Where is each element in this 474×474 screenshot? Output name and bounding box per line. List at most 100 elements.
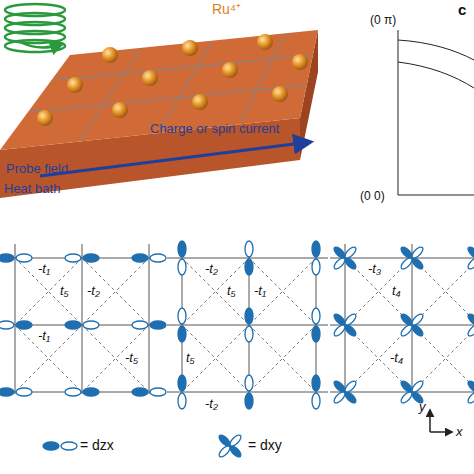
orbital-lobe [245,241,253,257]
ru-atom [192,94,208,110]
diagonal-bond [15,325,82,392]
orbital-lobe [332,379,346,393]
orbital-lobe [312,326,320,342]
diagonal-bond [15,258,82,325]
coil-arrow [20,42,62,48]
hopping-label: -t₂ [205,262,218,276]
ru-atoms [37,34,308,126]
ru-atom [112,102,128,118]
orbital-lobe [150,321,166,329]
hopping-lattices [0,244,474,394]
diagonal-bond [82,325,149,392]
orbital-lobe [332,390,346,404]
diagonal-bond [82,258,149,325]
orbitals [0,241,474,409]
orbital-lobe [83,388,99,396]
orbital-lobe [83,254,99,262]
axis-label: x [456,425,463,439]
bond [167,325,328,326]
orbital-lobe [228,433,242,447]
orbital-lobe [150,254,166,262]
hopping-label: -t₅ [125,351,138,365]
ru-atom [182,40,198,56]
diagonal-bond [249,325,316,392]
hopping-label: -t₄ [390,351,403,365]
diagonal-bond [182,258,249,325]
dzx-sample [43,442,77,450]
orbital-lobe [343,245,357,259]
diagonal-bond [15,325,82,392]
bond [330,325,474,326]
hopping-label: -t₁ [254,284,266,298]
orbital-lobe [132,321,148,329]
orbital-lobe [65,388,81,396]
orbital-lobe [83,321,99,329]
orbital-lobe [245,259,253,275]
orbital-lobe [61,442,77,450]
orbital-lobe [178,375,186,391]
legend-text: = dzx [80,438,114,453]
ru-atom [102,47,118,63]
hopping-label: -t₂ [87,284,100,298]
panel-letter: c [458,2,466,19]
orbital-lobe [410,323,424,337]
coil-turn [5,40,65,52]
orbital-lobe [312,241,320,257]
orbital-lobe [466,323,474,337]
hopping-label: t₅ [60,284,69,298]
current-label: Charge or spin current [150,122,279,136]
orbital-lobe [343,312,357,326]
orbital-lobe [399,256,413,270]
hopping-label: t₅ [186,351,195,365]
orbital-lobe [399,323,413,337]
orbital-lobe [16,388,32,396]
hopping-label: -t₂ [205,397,218,411]
orbital-lobe [343,379,357,393]
field-label: Probe field [6,162,68,176]
bond [82,244,83,394]
bond [15,244,16,394]
orbital-lobe [0,321,14,329]
orbital-lobe [217,444,231,458]
orbital-lobe [343,256,357,270]
bath-label: Heat bath [4,182,60,196]
orbital-lobe [0,254,14,262]
orbital-lobe [245,326,253,342]
orbital-lobe [43,442,59,450]
current-arrow [40,142,310,176]
orbital-lobe [466,379,474,393]
orbital-lobe [16,321,32,329]
bond [167,258,328,259]
ru-atom [222,62,238,78]
orbital-lobe [466,245,474,259]
diagonal-bond [182,258,249,325]
orbital-lobe [178,259,186,275]
orbital-lobe [65,321,81,329]
orbital-lobe [0,388,14,396]
hopping-label: t₄ [392,284,401,298]
orbital-lobe [312,393,320,409]
orbital-lobe [332,245,346,259]
bond [149,244,150,394]
axis-tick: (0 0) [360,190,385,203]
diagonal-bond [82,258,149,325]
orbital-lobe [410,256,424,270]
bond [412,244,413,394]
orbital-lobe [178,308,186,324]
orbital-lobe [410,312,424,326]
diagonal-bond [249,258,316,325]
diagonal-bond [82,325,149,392]
ru-atom [37,110,53,126]
orbital-lobe [399,312,413,326]
bond [330,258,474,259]
diagonal-bond [249,258,316,325]
orbital-lobe [178,326,186,342]
legend-text: = dxy [248,438,282,453]
orbital-lobe [343,323,357,337]
orbital-lobe [466,312,474,326]
diagonal-bond [182,325,249,392]
orbital-lobe [245,308,253,324]
orbital-lobe [332,256,346,270]
band-panel [398,30,474,195]
